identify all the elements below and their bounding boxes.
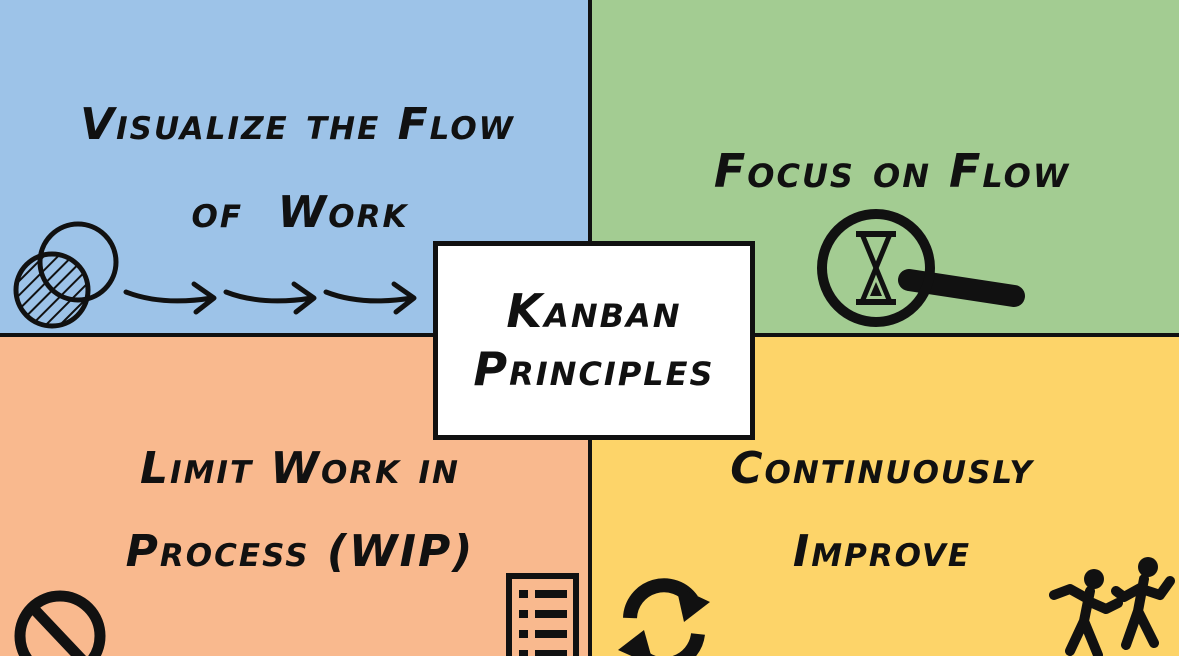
kanban-principles-center: Kanban Principles	[433, 241, 755, 440]
improve-title-line2: Improve	[792, 526, 972, 577]
arrow-right-icon	[323, 281, 417, 315]
center-title-line2: Principles	[473, 341, 715, 396]
focus-title: Focus on Flow	[713, 144, 1071, 198]
running-people-icon	[1049, 557, 1175, 656]
quadrant-visualize-flow: Visualize the Flow of Work	[0, 0, 592, 337]
arrow-right-icon	[223, 281, 317, 315]
visualize-title-line1: Visualize the Flow	[80, 99, 515, 150]
overlapping-circles-icon	[13, 221, 119, 329]
center-title-line1: Kanban	[506, 284, 682, 338]
arrow-right-icon	[123, 281, 217, 315]
visualize-title-line2: of Work	[191, 187, 409, 238]
checklist-icon	[506, 573, 579, 656]
refresh-icon	[618, 578, 710, 656]
magnifier-hourglass-icon	[817, 209, 1025, 327]
limit-title-line2: Process (WIP)	[125, 526, 475, 577]
no-sign-icon	[14, 590, 106, 656]
improve-title-line1: Continuously	[730, 443, 1034, 494]
limit-title-line1: Limit Work in	[140, 443, 460, 494]
